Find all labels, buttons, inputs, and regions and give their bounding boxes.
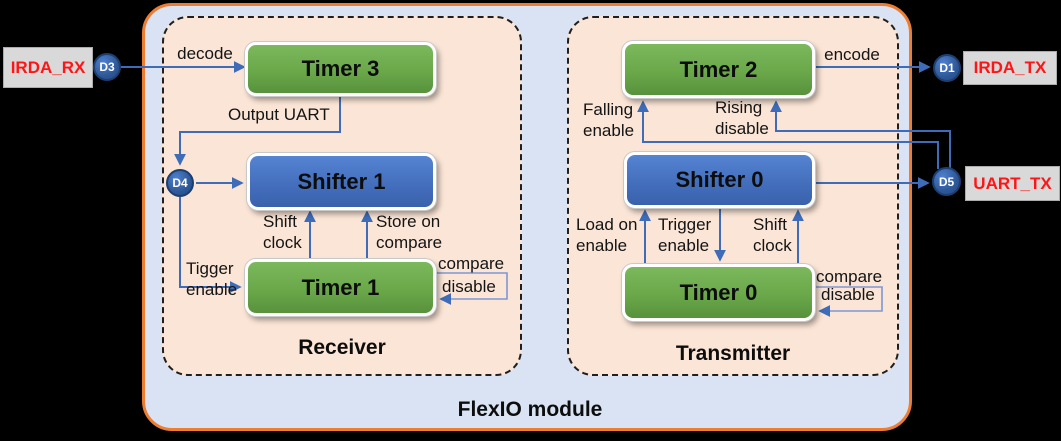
node-timer1: Timer 1 (245, 259, 436, 316)
label-store-on-compare: Store on compare (376, 212, 443, 252)
label-shift-clock-rx: Shift clock (263, 212, 302, 252)
port-uart-tx: UART_TX (965, 166, 1060, 201)
label-tigger-enable: Tigger enable (186, 259, 238, 299)
label-encode: encode (824, 45, 880, 64)
node-timer3: Timer 3 (245, 42, 436, 96)
pin-d5: D5 (932, 167, 961, 196)
label-disable-tx: disable (821, 285, 875, 304)
label-rising-disable: Rising disable (715, 98, 769, 138)
node-shifter1-label: Shifter 1 (297, 168, 386, 194)
label-trigger-enable-tx: Trigger enable (658, 215, 712, 255)
node-timer1-label: Timer 1 (301, 274, 380, 300)
label-compare-tx: compare (816, 267, 883, 286)
receiver-group-title: Receiver (298, 336, 386, 359)
node-shifter0-label: Shifter 0 (675, 167, 764, 192)
node-timer2: Timer 2 (622, 41, 815, 98)
pin-d4: D4 (166, 169, 194, 197)
port-irda-tx: IRDA_TX (963, 51, 1057, 85)
pin-d3-label: D3 (99, 60, 115, 74)
label-load-on-enable: Load on enable (576, 215, 638, 255)
node-timer0-label: Timer 0 (679, 279, 758, 305)
node-timer3-label: Timer 3 (301, 56, 380, 81)
pin-d4-label: D4 (172, 176, 188, 190)
transmitter-group-title: Transmitter (675, 342, 791, 365)
label-shift-clock-tx: Shift clock (753, 215, 792, 255)
port-irda-tx-label: IRDA_TX (973, 58, 1047, 77)
port-irda-rx-label: IRDA_RX (10, 57, 86, 77)
node-shifter1: Shifter 1 (247, 153, 436, 210)
node-timer0: Timer 0 (622, 264, 815, 321)
node-timer2-label: Timer 2 (679, 56, 758, 82)
port-uart-tx-label: UART_TX (973, 173, 1052, 193)
diagram-title: FlexIO module (457, 398, 603, 421)
label-falling-enable: Falling enable (583, 100, 635, 140)
label-decode: decode (177, 44, 233, 63)
label-compare-rx: compare (438, 254, 505, 273)
pin-d5-label: D5 (938, 174, 955, 189)
pin-d1-label: D1 (939, 61, 955, 75)
label-output-uart: Output UART (228, 105, 330, 124)
label-disable-rx: disable (442, 277, 496, 296)
node-shifter0: Shifter 0 (624, 152, 815, 208)
pin-d3: D3 (93, 53, 121, 81)
port-irda-rx: IRDA_RX (3, 47, 93, 88)
pin-d1: D1 (933, 54, 961, 82)
